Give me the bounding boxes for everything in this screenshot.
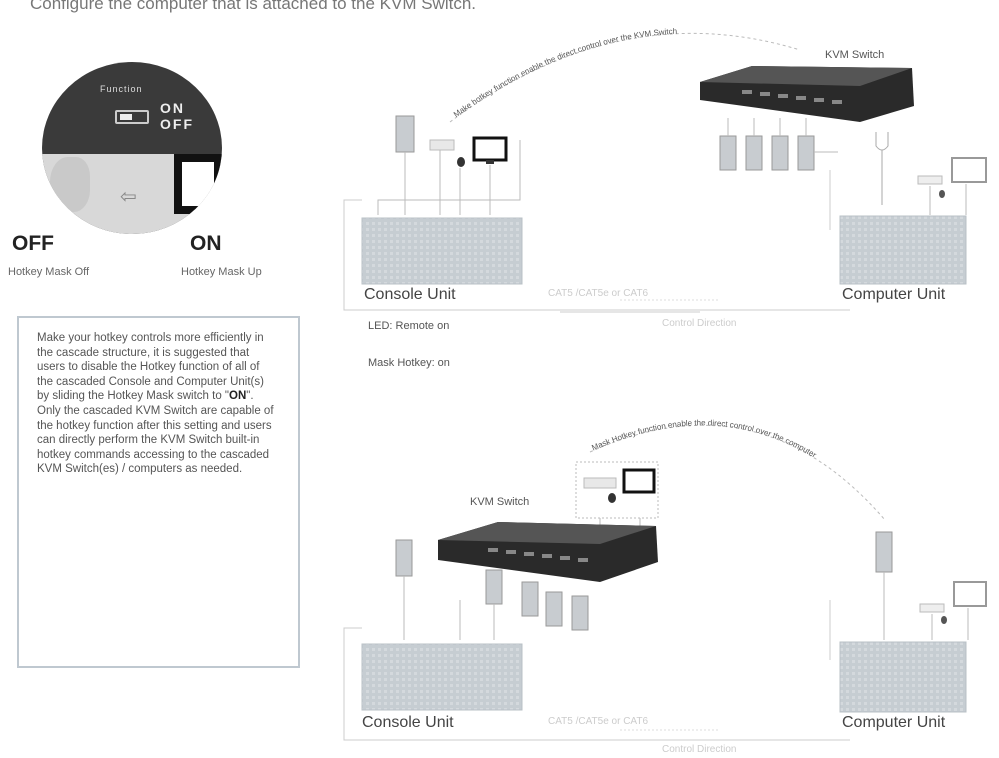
bottom-console-dongle-icon [395, 539, 413, 577]
top-signal-label: Control Direction [662, 318, 737, 329]
top-mouse-icon [457, 157, 465, 167]
state-on-title: ON [190, 232, 222, 255]
note-text: Make your hotkey controls more efficient… [37, 332, 274, 476]
hotkey-switch-photo: Function ON OFF ⇦ [42, 62, 222, 234]
top-plug-icon [875, 132, 889, 205]
top-console-dongle-icon [395, 115, 415, 215]
top-arc-text: Make hotkey function enable the direct c… [452, 27, 677, 119]
bottom-kvm-switch-label: KVM Switch [470, 496, 530, 508]
top-computer-unit-label: Computer Unit [842, 286, 946, 303]
hand-icon [50, 157, 90, 212]
bottom-computer-unit-label: Computer Unit [842, 714, 946, 731]
bottom-control-arc [589, 424, 886, 521]
monitor-icon [174, 154, 222, 214]
bottom-computer-unit-image [840, 642, 966, 712]
bottom-console-unit-image [362, 644, 522, 710]
state-on-caption: Hotkey Mask Up [181, 266, 262, 278]
bottom-computer-mouse-icon [941, 616, 947, 624]
state-off-caption: Hotkey Mask Off [8, 266, 90, 278]
top-computer-mouse-icon [939, 190, 945, 198]
top-control-arc [449, 32, 801, 123]
bottom-computer-dongle-icon [875, 531, 893, 573]
bottom-dongles-icon [485, 569, 589, 631]
bottom-console-unit-label: Console Unit [362, 714, 454, 731]
bottom-keyboard-icon [583, 477, 617, 489]
bottom-cable-label: CAT5 /CAT5e or CAT6 [548, 716, 649, 727]
top-console-unit-label: Console Unit [364, 286, 456, 303]
page-heading: Configure the computer that is attached … [30, 0, 477, 13]
note-box [17, 316, 300, 668]
top-computer-unit-image [840, 216, 966, 284]
bottom-monitor-icon [622, 468, 656, 494]
state-off-title: OFF [12, 232, 54, 255]
bottom-mouse-icon [608, 493, 616, 503]
arrow-left-icon: ⇦ [120, 186, 137, 208]
note-emphasis: ON [229, 390, 247, 403]
switch-small-label: Function [100, 84, 143, 94]
top-led-text: LED: Remote on [368, 320, 450, 332]
top-mask-text: Mask Hotkey: on [368, 357, 450, 369]
top-dongles-icon [719, 135, 815, 171]
top-kvm-switch-icon [700, 66, 914, 122]
bottom-computer-monitor-icon [953, 581, 987, 607]
top-monitor-icon [472, 136, 508, 162]
switch-big-label: ON OFF [160, 100, 194, 132]
top-keyboard-icon [429, 139, 455, 151]
top-computer-monitor-icon [951, 157, 987, 183]
bottom-arc-text: Mask Hotkey function enable the direct c… [590, 418, 818, 459]
bottom-kvm-switch-icon [438, 522, 658, 582]
top-computer-keyboard-icon [917, 175, 943, 185]
top-kvm-switch-label: KVM Switch [825, 49, 885, 61]
top-cable-label: CAT5 /CAT5e or CAT6 [548, 288, 649, 299]
bottom-computer-keyboard-icon [919, 603, 945, 613]
slide-switch-icon [115, 110, 149, 124]
top-console-unit-image [362, 218, 522, 284]
bottom-signal-label: Control Direction [662, 744, 737, 755]
